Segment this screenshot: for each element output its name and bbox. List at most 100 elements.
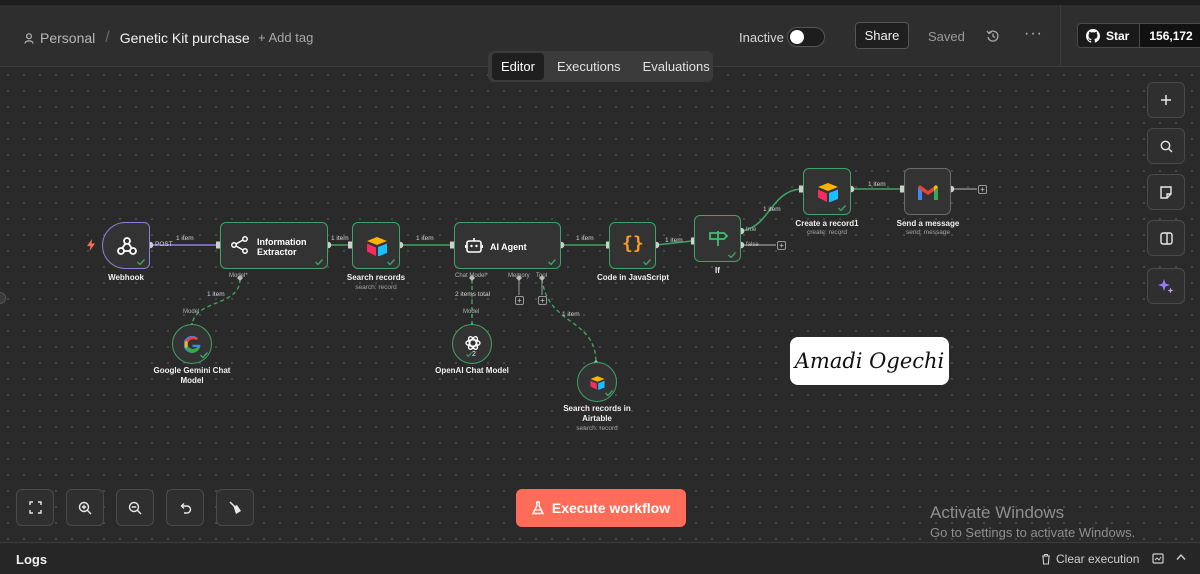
share-button[interactable]: Share bbox=[855, 22, 909, 49]
success-check-icon bbox=[466, 352, 472, 357]
reset-zoom-button[interactable] bbox=[166, 489, 204, 526]
fit-view-icon bbox=[28, 501, 42, 514]
add-tag-button[interactable]: + Add tag bbox=[258, 30, 314, 45]
windows-activation-watermark: Activate Windows Go to Settings to activ… bbox=[930, 503, 1135, 540]
github-star-button[interactable]: Star bbox=[1078, 24, 1140, 47]
memory-port-label: Memory bbox=[508, 273, 530, 279]
edge-label: 2 items total bbox=[455, 291, 491, 298]
toggle-knob bbox=[790, 30, 804, 44]
chevron-up-icon[interactable] bbox=[1176, 553, 1186, 561]
add-tool-button[interactable]: + bbox=[538, 296, 547, 305]
workflow-canvas[interactable]: Webhook POST 1 item Information Extracto… bbox=[0, 67, 1200, 542]
model-port-label: Model bbox=[463, 309, 480, 315]
edge-label: 1 item bbox=[576, 235, 594, 242]
tab-evaluations[interactable]: Evaluations bbox=[642, 59, 710, 74]
airtable-tool-node[interactable] bbox=[577, 362, 617, 402]
zoom-out-icon bbox=[128, 501, 142, 514]
logs-title: Logs bbox=[16, 552, 48, 567]
watermark-line2: Go to Settings to activate Windows. bbox=[930, 525, 1136, 540]
watermark-line1: Activate Windows bbox=[930, 503, 1065, 522]
history-icon[interactable] bbox=[986, 29, 1000, 43]
code-label: Code in JavaScript bbox=[596, 273, 670, 282]
chat-model-port-label: Chat Model* bbox=[455, 273, 489, 279]
sticky-note-button[interactable] bbox=[1147, 174, 1185, 210]
airtable-icon bbox=[590, 376, 605, 390]
breadcrumb: Personal / Genetic Kit purchase bbox=[24, 29, 250, 47]
success-check-icon bbox=[643, 259, 651, 265]
success-check-icon bbox=[728, 252, 736, 258]
zoom-in-button[interactable] bbox=[66, 489, 104, 526]
active-toggle[interactable] bbox=[787, 27, 825, 47]
search-records-node[interactable] bbox=[352, 222, 400, 269]
ai-agent-node[interactable]: AI Agent bbox=[454, 222, 561, 269]
search-icon bbox=[1160, 140, 1172, 152]
tab-executions[interactable]: Executions bbox=[556, 59, 621, 74]
openai-node[interactable]: 2 bbox=[452, 324, 492, 364]
gmail-label: Send a message bbox=[896, 219, 960, 228]
zoom-to-fit-button[interactable] bbox=[16, 489, 54, 526]
github-icon bbox=[1086, 28, 1100, 43]
gmail-sub: send: message bbox=[905, 229, 951, 236]
undo-icon bbox=[180, 503, 191, 514]
saved-status: Saved bbox=[928, 29, 965, 44]
webhook-node[interactable] bbox=[102, 222, 150, 269]
add-next-node-button[interactable]: + bbox=[978, 185, 987, 194]
ai-assistant-button[interactable] bbox=[1147, 268, 1185, 304]
search-records-label: Search records bbox=[346, 273, 406, 282]
workflow-name[interactable]: Genetic Kit purchase bbox=[119, 30, 250, 46]
code-node[interactable]: {} bbox=[609, 222, 656, 269]
popout-icon[interactable] bbox=[1152, 553, 1164, 564]
zoom-in-icon bbox=[78, 501, 92, 514]
airtable-tool-label: Search records in Airtable bbox=[563, 404, 631, 423]
if-node[interactable] bbox=[694, 215, 741, 262]
execute-workflow-button[interactable]: Execute workflow bbox=[516, 489, 686, 527]
project-link[interactable]: Personal bbox=[24, 30, 95, 46]
create-record-node[interactable] bbox=[803, 168, 851, 215]
top-strip bbox=[0, 0, 1200, 5]
extractor-title: Information Extractor bbox=[257, 237, 307, 257]
view-tabs: Editor Executions Evaluations bbox=[488, 51, 713, 82]
edge-label: 1 item bbox=[763, 206, 781, 213]
logs-panel[interactable]: Logs Clear execution bbox=[0, 542, 1200, 574]
status-label: Inactive bbox=[739, 30, 784, 45]
sparkle-icon bbox=[1158, 279, 1174, 294]
edge-label: 1 item bbox=[176, 235, 194, 242]
github-star-widget[interactable]: Star 156,172 bbox=[1077, 23, 1200, 48]
add-memory-button[interactable]: + bbox=[515, 296, 524, 305]
model-port-label: Model* bbox=[229, 273, 248, 279]
plus-icon bbox=[1161, 95, 1171, 105]
openai-label: OpenAI Chat Model bbox=[435, 366, 509, 375]
toggle-panel-button[interactable] bbox=[1147, 220, 1185, 256]
create-record-label: Create a record1 bbox=[795, 219, 859, 228]
tidy-up-button[interactable] bbox=[216, 489, 254, 526]
tab-editor[interactable]: Editor bbox=[492, 53, 544, 80]
information-extractor-node[interactable]: Information Extractor bbox=[220, 222, 328, 269]
edge-label: 1 item bbox=[868, 181, 886, 188]
code-braces-icon: {} bbox=[622, 233, 644, 254]
edge-label: 1 item bbox=[416, 235, 434, 242]
create-record-sub: create: record bbox=[806, 229, 848, 236]
trash-icon bbox=[1042, 553, 1050, 565]
clear-execution-button[interactable]: Clear execution bbox=[1041, 552, 1139, 566]
github-star-count: 156,172 bbox=[1139, 24, 1200, 47]
gemini-label: Google Gemini Chat Model bbox=[153, 366, 231, 385]
ai-agent-title: AI Agent bbox=[490, 242, 527, 252]
github-star-label: Star bbox=[1106, 28, 1130, 43]
webhook-label: Webhook bbox=[108, 273, 144, 282]
search-nodes-button[interactable] bbox=[1147, 128, 1185, 164]
header-divider bbox=[1060, 5, 1061, 67]
gmail-node[interactable] bbox=[904, 168, 951, 215]
branch-sign-icon bbox=[709, 231, 729, 246]
edge-label: 1 item bbox=[562, 311, 580, 318]
more-options-icon[interactable]: ··· bbox=[1024, 25, 1043, 42]
zoom-out-button[interactable] bbox=[116, 489, 154, 526]
robot-icon bbox=[465, 238, 483, 253]
add-false-branch-button[interactable]: + bbox=[777, 241, 786, 250]
gemini-node[interactable] bbox=[172, 324, 212, 364]
openai-icon bbox=[465, 336, 481, 350]
extractor-icon bbox=[231, 236, 248, 254]
success-check-icon bbox=[137, 259, 145, 265]
add-node-button[interactable] bbox=[1147, 82, 1185, 118]
breadcrumb-separator: / bbox=[105, 29, 110, 46]
